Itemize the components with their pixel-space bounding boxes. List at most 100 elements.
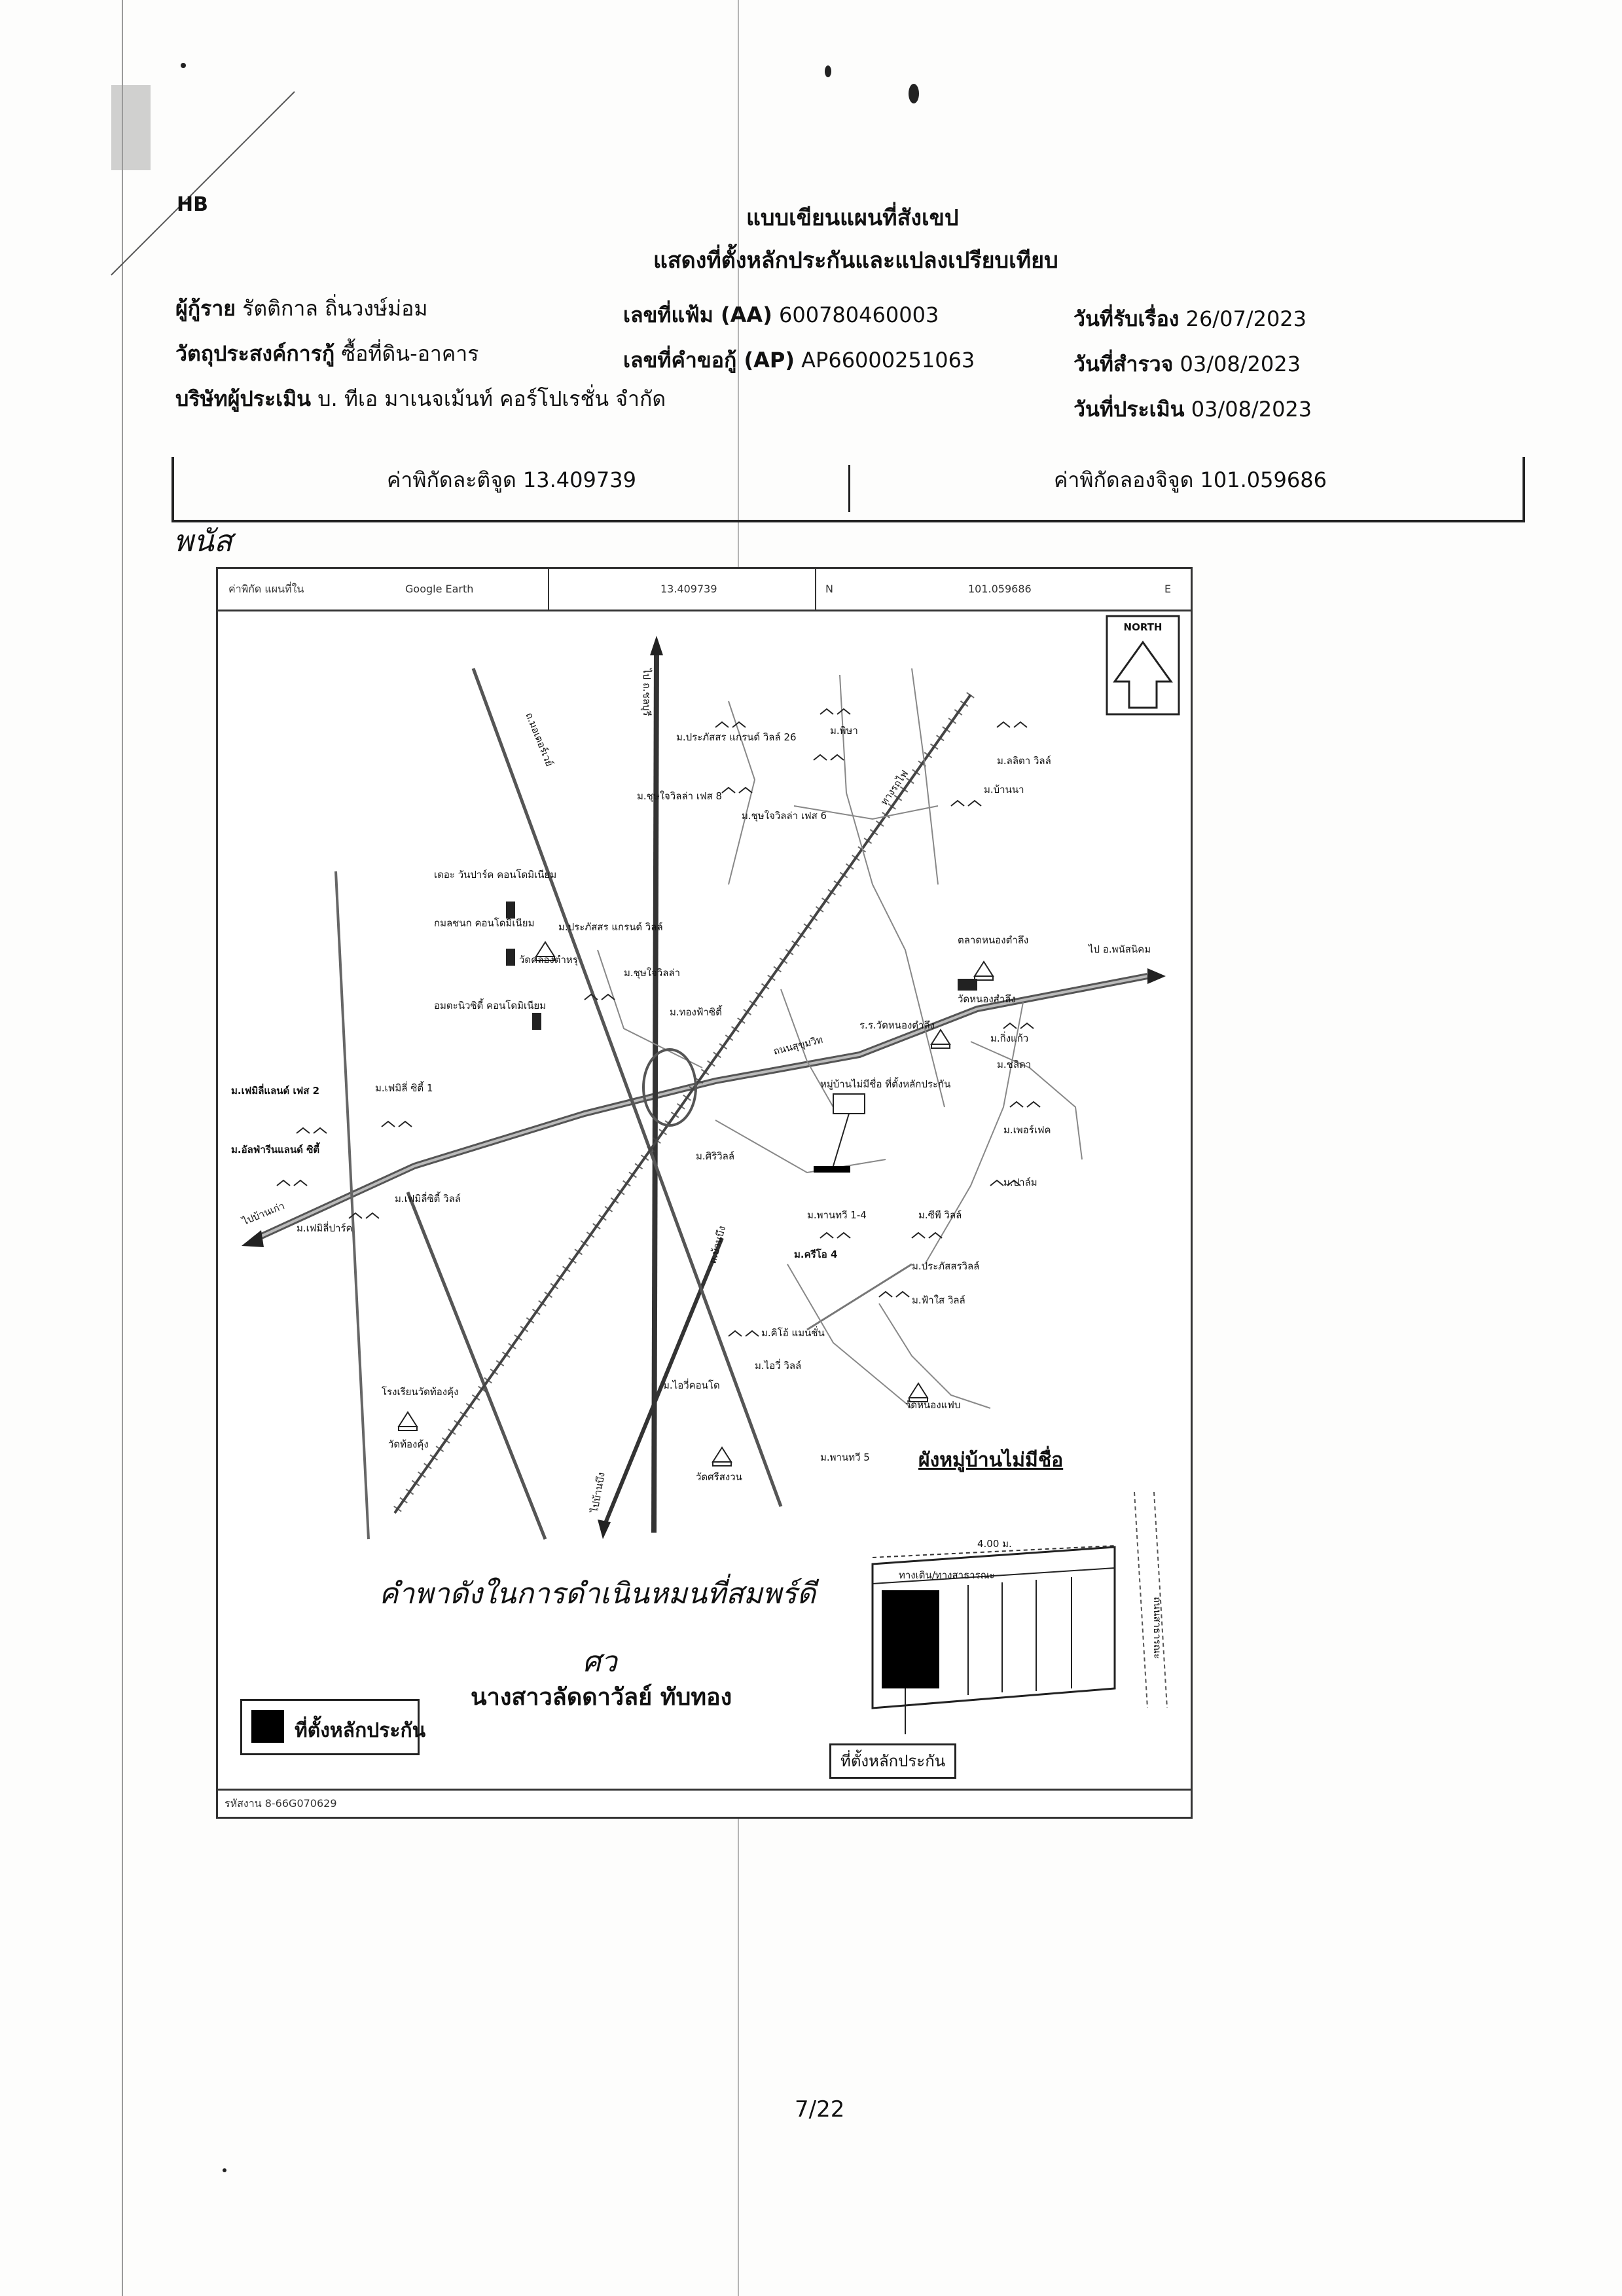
label-moo-25: ม.เพอร์เฟค bbox=[1003, 1124, 1051, 1136]
latitude-text: ค่าพิกัดละติจูด 13.409739 bbox=[387, 467, 636, 492]
scan-speck bbox=[223, 2168, 226, 2172]
label-moo-16: ม.ประภัสสรวิลล์ bbox=[912, 1260, 979, 1272]
map-lng-unit: E bbox=[1164, 583, 1172, 595]
request-no-row: เลขที่คำขอกู้ (AP) AP66000251063 bbox=[623, 344, 975, 377]
plot-inset: 4.00 ม. ทางเดิน/ทางสาธารณะ ถนนสาธารณะ bbox=[871, 1492, 1168, 1734]
appraiser-value: บ. ทีเอ มาเนจเม้นท์ คอร์โปเรชั่น จำกัด bbox=[317, 386, 666, 411]
arrow-north-icon bbox=[650, 636, 663, 655]
label-moo-14: ม.พานทวี 1-4 bbox=[807, 1209, 867, 1221]
location-map: ค่าพิกัด แผนที่ใน Google Earth 13.409739… bbox=[216, 567, 1193, 1819]
file-no-row: เลขที่แฟ้ม (AA) 600780460003 bbox=[623, 299, 939, 332]
label-moo-1: ม.ประภัสสร แกรนด์ วิลล์ 26 bbox=[676, 731, 797, 743]
map-header: ค่าพิกัด แผนที่ใน Google Earth 13.409739… bbox=[218, 569, 1191, 611]
inset-collateral-plot bbox=[882, 1590, 939, 1688]
label-moo-22: ม.กิ่งแก้ว bbox=[990, 1031, 1028, 1044]
north-arrow-icon: NORTH bbox=[1106, 615, 1180, 716]
label-condo-3: อมตะนิวซิตี้ คอนโดมิเนียม bbox=[434, 998, 546, 1011]
legend-label: ที่ตั้งหลักประกัน bbox=[295, 1719, 426, 1742]
survey-value: 03/08/2023 bbox=[1180, 352, 1301, 376]
house-cluster-icon bbox=[276, 708, 1041, 1337]
label-road-local: ถ.บ้านบึง bbox=[706, 1224, 728, 1265]
map-drawing: NORTH bbox=[231, 615, 1180, 1540]
label-to-bottom: ไปบ้านบึง bbox=[588, 1471, 607, 1514]
longitude-text: ค่าพิกัดลองจิจูด 101.059686 bbox=[1054, 467, 1327, 492]
page-subtitle: แสดงที่ตั้งหลักประกันและแปลงเปรียบเทียบ bbox=[653, 247, 1058, 274]
borrower-label: ผู้กู้ราย bbox=[175, 296, 236, 321]
survey-row: วันที่สำรวจ 03/08/2023 bbox=[1073, 348, 1301, 381]
label-moo-19: ม.ไอวี่ วิลล์ bbox=[755, 1358, 801, 1372]
label-moo-7: ม.ชุษใจวิลล่า bbox=[624, 967, 680, 979]
purpose-label: วัตถุประสงค์การกู้ bbox=[175, 341, 335, 366]
survey-label: วันที่สำรวจ bbox=[1073, 352, 1174, 376]
label-moo-8: ม.ทองฟ้าซิตี้ bbox=[670, 1005, 723, 1018]
received-label: วันที่รับเรื่อง bbox=[1073, 306, 1180, 331]
purpose-value: ซื้อที่ดิน-อาคาร bbox=[341, 341, 479, 366]
header-divider bbox=[815, 569, 816, 610]
map-lng: 101.059686 bbox=[968, 583, 1032, 595]
map-source-label: ค่าพิกัด แผนที่ใน bbox=[228, 583, 304, 595]
inset-road-label: ทางเดิน/ทางสาธารณะ bbox=[899, 1569, 995, 1581]
file-no-label: เลขที่แฟ้ม (AA) bbox=[623, 302, 772, 327]
label-wat-khlong-tamru: วัดคลองตำหรุ bbox=[519, 954, 578, 966]
diagonal-roads bbox=[334, 668, 912, 1540]
label-to-top: ไป ถ.ชลบุรี bbox=[640, 668, 653, 716]
coordinate-divider bbox=[848, 465, 850, 512]
map-footer-code: รหัสงาน 8-66G070629 bbox=[225, 1797, 337, 1810]
purpose-row: วัตถุประสงค์การกู้ ซื้อที่ดิน-อาคาร bbox=[175, 337, 478, 371]
map-footer: รหัสงาน 8-66G070629 bbox=[218, 1789, 1191, 1817]
label-moo-2: ม.พิษา bbox=[830, 725, 858, 737]
label-condo-2: กมลชนก คอนโดมิเนียม bbox=[434, 917, 535, 929]
label-moo-18: ม.คิโอ้ แมนชั่น bbox=[761, 1326, 825, 1339]
label-moo-4: ม.ชุษใจวิลล่า เฟส 8 bbox=[637, 790, 722, 803]
map-legend: ที่ตั้งหลักประกัน bbox=[240, 1699, 425, 1755]
appraisal-label: วันที่ประเมิน bbox=[1073, 397, 1185, 422]
appraisal-value: 03/08/2023 bbox=[1191, 397, 1312, 422]
label-pin: หมู่บ้านไม่มีชื่อ ที่ตั้งหลักประกัน bbox=[820, 1077, 950, 1090]
label-moo-24: ม.บ้านนา bbox=[984, 784, 1024, 795]
scan-speck bbox=[181, 63, 186, 68]
corner-mark: HB bbox=[177, 193, 208, 216]
label-moo-28: ม.ครีโอ 4 bbox=[794, 1248, 837, 1260]
map-lat: 13.409739 bbox=[660, 583, 717, 595]
map-lat-unit: N bbox=[825, 583, 833, 595]
interchange bbox=[642, 1048, 697, 1127]
label-wat-bangpla: วัดท้องคุ้ง bbox=[388, 1438, 429, 1451]
label-moo-9: ม.เฟมิลี่แลนด์ เฟส 2 bbox=[231, 1084, 319, 1097]
received-row: วันที่รับเรื่อง 26/07/2023 bbox=[1073, 302, 1307, 336]
legend-swatch bbox=[251, 1710, 284, 1743]
main-road bbox=[242, 968, 1166, 1247]
request-no-value: AP66000251063 bbox=[801, 348, 975, 373]
arrow-west-icon bbox=[242, 1230, 264, 1247]
pin-label-box bbox=[833, 1093, 865, 1114]
handwritten-note: พนัส bbox=[173, 523, 232, 558]
request-no-label: เลขที่คำขอกู้ (AP) bbox=[623, 348, 795, 373]
label-moo-5: ม.ชุษใจวิลล่า เฟส 6 bbox=[742, 810, 827, 822]
label-moo-12: ม.เฟมิลี่ปาร์ค bbox=[297, 1221, 353, 1234]
collateral-marker bbox=[814, 1166, 850, 1173]
scan-speck bbox=[909, 84, 919, 103]
label-condo-1: เดอะ วันปาร์ค คอนโดมิเนียม bbox=[434, 869, 556, 881]
label-moo-21: ม.พานทวี 5 bbox=[820, 1451, 870, 1463]
railway bbox=[391, 691, 975, 1516]
page-title: แบบเขียนแผนที่สังเขป bbox=[746, 205, 959, 231]
minor-streets bbox=[597, 668, 1083, 1409]
label-moo-3: ม.ลลิตา วิลล์ bbox=[997, 755, 1051, 767]
label-wat-khao-kaew: วัดหนองแฟบ bbox=[905, 1399, 960, 1411]
inset-caption: ที่ตั้งหลักประกัน bbox=[829, 1743, 957, 1779]
received-value: 26/07/2023 bbox=[1185, 306, 1307, 331]
scan-edge-line bbox=[122, 0, 123, 2296]
label-to-phanat: ไป อ.พนัสนิคม bbox=[1088, 943, 1151, 955]
borrower-row: ผู้กู้ราย รัตติกาล ถิ่นวงษ์ม่อม bbox=[175, 292, 427, 325]
arrow-east-icon bbox=[1147, 968, 1166, 984]
label-moo-17: ม.ฟ้าใส วิลล์ bbox=[912, 1294, 965, 1306]
page-number: 7/22 bbox=[795, 2096, 845, 2123]
label-to-left: ไปบ้านเก่า bbox=[240, 1200, 287, 1228]
borrower-value: รัตติกาล ถิ่นวงษ์ม่อม bbox=[242, 296, 428, 321]
appraisal-row: วันที่ประเมิน 03/08/2023 bbox=[1073, 393, 1312, 426]
label-school-2: โรงเรียนวัดท้องคุ้ง bbox=[382, 1386, 458, 1398]
appraiser-row: บริษัทผู้ประเมิน บ. ทีเอ มาเนจเม้นท์ คอร… bbox=[175, 382, 666, 416]
label-moo-27: ม.ศิริวิลล์ bbox=[696, 1150, 734, 1162]
signatory-name: นางสาวลัดดาวัลย์ ทับทอง bbox=[471, 1684, 732, 1711]
header-divider bbox=[548, 569, 549, 610]
scan-speck bbox=[825, 65, 831, 77]
